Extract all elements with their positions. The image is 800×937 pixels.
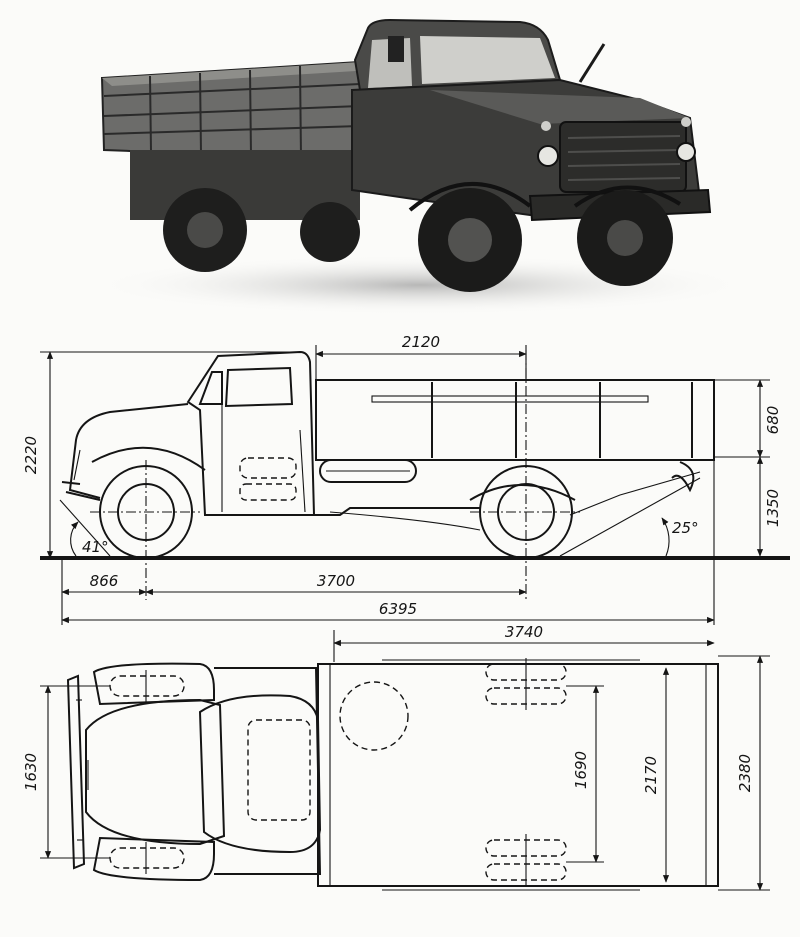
dim-overhang-wheelbase: 866 3700 (61, 380, 715, 625)
dim-3700-label: 3700 (317, 572, 355, 590)
dim-platform-height: 1350 (756, 456, 782, 557)
dim-2120-label: 2120 (402, 333, 440, 351)
side-view-drawing: 2120 2220 680 1350 41° (22, 333, 790, 625)
dim-1690-label: 1690 (572, 751, 590, 789)
truck-photo (90, 18, 750, 315)
top-view-drawing: 3740 1630 1690 2170 2380 (22, 623, 770, 891)
dim-overall-length: 6395 (61, 600, 715, 624)
dim-cargo-bed-length: 2120 (315, 333, 527, 380)
dim-3740-label: 3740 (505, 623, 543, 641)
departure-angle: 25° (559, 477, 701, 557)
dim-overall-height: 2220 (22, 351, 300, 559)
dim-body-inner-width: 2170 (642, 667, 670, 883)
dim-cargo-body-length: 3740 (333, 623, 715, 662)
approach-angle-label: 41° (82, 538, 109, 556)
dim-2380-label: 2380 (736, 754, 754, 792)
approach-angle: 41° (59, 499, 111, 557)
dim-1630-label: 1630 (22, 753, 40, 791)
departure-angle-label: 25° (672, 519, 699, 537)
dim-680-label: 680 (764, 406, 782, 435)
dim-side-board-height: 680 (714, 379, 782, 458)
dim-overall-width: 2380 (718, 655, 770, 891)
dim-1350-label: 1350 (764, 489, 782, 527)
dim-2170-label: 2170 (642, 756, 660, 794)
dim-2220-label: 2220 (22, 436, 40, 474)
dim-front-track: 1630 (22, 685, 110, 859)
dim-rear-track: 1690 (566, 685, 604, 863)
dim-6395-label: 6395 (379, 600, 417, 618)
dim-866-label: 866 (90, 572, 119, 590)
